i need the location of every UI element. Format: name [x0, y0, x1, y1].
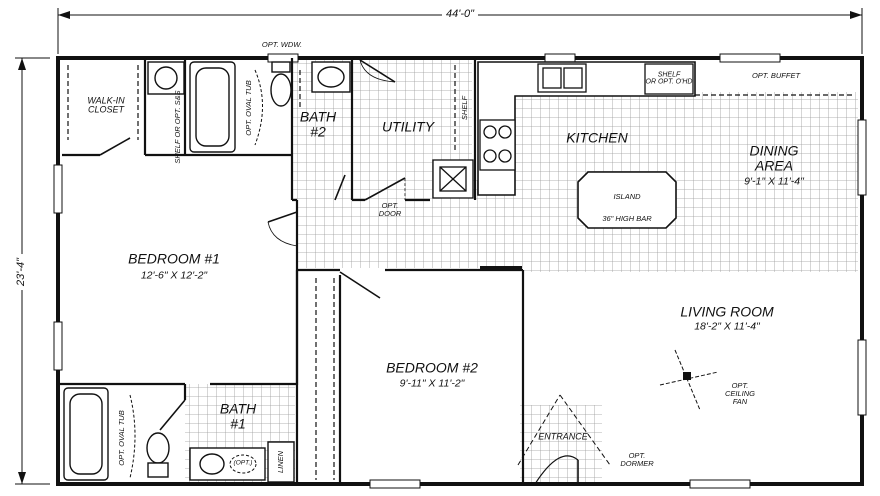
opt-buffet-note: OPT. BUFFET	[751, 71, 801, 81]
bedroom1-label: BEDROOM #1	[128, 250, 220, 267]
opt-small-note: (OPT.)	[233, 459, 253, 467]
range-burners	[479, 119, 516, 171]
bath1-title: BATH#1	[220, 401, 256, 430]
overall-depth-label: 23'-4"	[15, 253, 28, 291]
kitchen-sink	[537, 63, 587, 93]
overall-width-label: 44'-0"	[441, 9, 479, 21]
kitchen-shelf-text: SHELF	[657, 71, 681, 79]
bedroom1-dims: 12'-6" X 12'-2"	[140, 269, 208, 282]
kitchen-counter	[477, 61, 696, 196]
opt-lav-outline	[229, 454, 257, 474]
closet-doors	[67, 65, 855, 480]
dining-name: DINING	[749, 142, 799, 159]
dining-name2: AREA	[754, 157, 794, 173]
door-swings	[99, 59, 579, 485]
refrigerator	[432, 159, 474, 199]
entrance-label: ENTRANCE	[538, 431, 588, 442]
utility-shelf-note: SHELF	[460, 95, 470, 121]
high-bar-note: 36" HIGH BAR	[602, 214, 652, 224]
opt-oval-tub-top-note: OPT. OVAL TUB	[244, 80, 254, 136]
living-room-dims: 18'-2" X 11'-4"	[694, 320, 760, 333]
wall-segment	[480, 266, 522, 271]
walk-in-closet-label: WALK-IN CLOSET	[87, 95, 125, 115]
dimension-arrows	[18, 11, 862, 484]
bedroom2-label: BEDROOM #2	[386, 359, 478, 376]
bath2-num: #2	[310, 123, 326, 139]
or-opt-ohd-text: OR OPT. O'HD	[645, 79, 693, 86]
island	[577, 171, 677, 229]
dining-dims: 9'-1" X 11'-4"	[744, 175, 804, 188]
oval-tub-arc-top	[254, 69, 263, 146]
bedroom2-dims: 9'-11" X 11'-2"	[399, 377, 465, 390]
linen-label: LINEN	[276, 450, 286, 474]
dormer-lines	[517, 394, 611, 466]
shelf-or-opt-note: SHELF OR OPT. S&S	[172, 90, 182, 164]
bath2-name: BATH	[299, 108, 337, 125]
island-label: ISLAND	[613, 192, 641, 202]
interior-walls	[60, 58, 525, 484]
opt-window-note: OPT. WDW.	[261, 40, 303, 50]
opt-dormer-note: OPT. DORMER	[620, 451, 654, 468]
bath2-title: BATH#2	[300, 109, 336, 138]
oval-tub-arc-bottom	[129, 394, 136, 479]
opt-oval-tub-bottom-note: OPT. OVAL TUB	[117, 410, 127, 466]
kitchen-shelf	[644, 63, 694, 95]
bath1-num: #1	[230, 415, 246, 431]
opt-ceiling-fan-note: OPT. CEILING FAN	[724, 381, 755, 406]
exterior-walls	[56, 56, 864, 486]
kitchen-label: KITCHEN	[566, 129, 628, 146]
opt-door-note: OPT. DOOR	[378, 201, 402, 218]
utility-label: UTILITY	[381, 118, 435, 135]
bath1-name: BATH	[219, 400, 257, 417]
bath2-fixtures	[147, 61, 351, 153]
ceiling-fan-icon	[659, 349, 719, 411]
bath1-fixtures	[63, 387, 295, 483]
living-room-label: LIVING ROOM	[680, 303, 774, 320]
